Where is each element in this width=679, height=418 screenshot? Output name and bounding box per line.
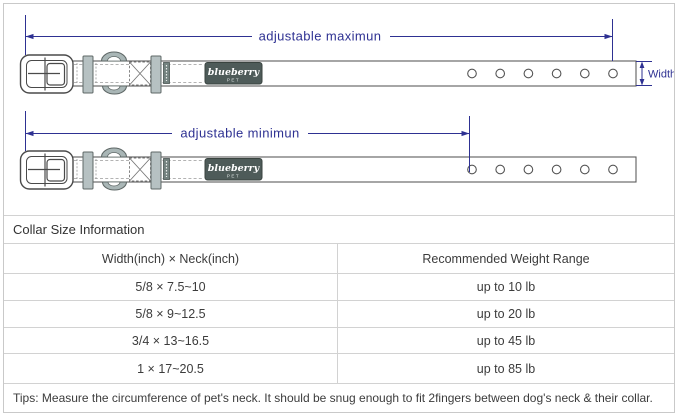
table-row: 5/8 × 9~12.5 up to 20 lb	[4, 300, 674, 327]
collar-bottom	[19, 147, 637, 191]
dimension-lines	[25, 15, 652, 172]
weight-cell: up to 20 lb	[476, 307, 536, 321]
width-label: Width	[648, 69, 674, 81]
brand-patch-text-top: blueberry PET	[208, 67, 261, 83]
brand-sub-text: PET	[227, 78, 240, 83]
weight-cell: up to 45 lb	[476, 333, 536, 348]
weight-cell: up to 85 lb	[476, 361, 536, 376]
collar-diagram-svg: blueberry PET blueberry PET	[19, 15, 674, 191]
size-cell: 5/8 × 7.5~10	[4, 274, 338, 300]
column-header-weight: Recommended Weight Range	[422, 251, 590, 266]
dimension-arrowheads	[25, 33, 645, 137]
table-row: 1 × 17~20.5 up to 85 lb	[4, 353, 674, 383]
brand-logo-text: blueberry	[208, 67, 261, 78]
brand-sub-text: PET	[227, 174, 240, 179]
table-header-row: Width(inch) × Neck(inch) Recommended Wei…	[4, 243, 674, 273]
collar-top	[19, 51, 637, 95]
table-title: Collar Size Information	[4, 215, 674, 243]
size-cell: 5/8 × 9~12.5	[4, 301, 338, 327]
adjustable-maximum-label: adjustable maximun	[259, 29, 382, 44]
table-row: 5/8 × 7.5~10 up to 10 lb	[4, 273, 674, 300]
size-cell: 3/4 × 13~16.5	[4, 328, 338, 353]
dimension-labels: adjustable maximun adjustable minimun Wi…	[180, 29, 674, 141]
collar-size-info-panel: blueberry PET blueberry PET	[3, 3, 675, 413]
brand-logo-text: blueberry	[208, 163, 261, 174]
adjustable-minimum-label: adjustable minimun	[180, 126, 299, 141]
size-cell: 1 × 17~20.5	[4, 354, 338, 383]
collar-diagram: blueberry PET blueberry PET	[4, 4, 674, 215]
weight-cell: up to 10 lb	[476, 280, 536, 294]
brand-patch-text-bottom: blueberry PET	[208, 163, 261, 179]
table-row: 3/4 × 13~16.5 up to 45 lb	[4, 327, 674, 353]
column-header-size: Width(inch) × Neck(inch)	[4, 244, 338, 273]
tips-text: Tips: Measure the circumference of pet's…	[4, 383, 674, 412]
